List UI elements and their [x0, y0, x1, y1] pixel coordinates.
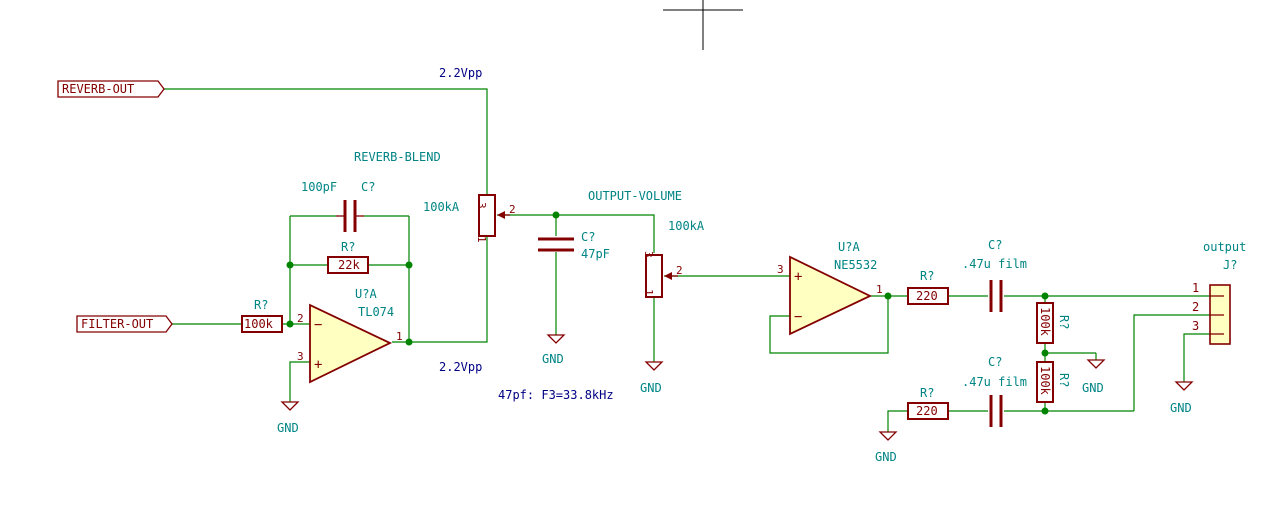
vpp-bottom-annotation: 2.2Vpp: [439, 360, 482, 374]
connector-pin1: 1: [1192, 281, 1199, 295]
opamp2-value: NE5532: [834, 258, 877, 272]
opamp1-pin-out: 1: [396, 330, 403, 343]
gnd-label: GND: [875, 450, 897, 464]
volume-pot-pin3: 3: [642, 251, 655, 258]
output-capacitor-top: C? .47u film: [962, 238, 1027, 312]
output-volume-pot: 3 1 2 OUTPUT-VOLUME 100kA: [588, 189, 705, 298]
feedback-cap-ref: C?: [361, 180, 375, 194]
filter-out-label: FILTER-OUT: [76, 315, 173, 333]
reverb-blend-pot: 3 1 2 REVERB-BLEND 100kA: [354, 150, 516, 243]
gnd-symbol-opamp1: GND: [277, 401, 300, 435]
filter-note-annotation: 47pf: F3=33.8kHz: [498, 388, 614, 402]
reverb-out-label: REVERB-OUT: [57, 80, 165, 98]
output-resistor-bottom: 220 R?: [907, 386, 949, 420]
connector-ref: J?: [1223, 258, 1237, 272]
input-res-value: 100k: [244, 317, 274, 331]
wires: [164, 88, 1210, 432]
connector-value: output: [1203, 240, 1246, 254]
out-cap-bottom-value: .47u film: [962, 375, 1027, 389]
feedback-resistor: 22k R?: [327, 240, 369, 274]
opamp2-pin-in: 3: [777, 263, 784, 276]
gnd-label: GND: [1082, 381, 1104, 395]
out-cap-top-ref: C?: [988, 238, 1002, 252]
out-cap-bottom-ref: C?: [988, 355, 1002, 369]
vpp-top-annotation: 2.2Vpp: [439, 66, 482, 80]
gnd-symbol-filter-cap: GND: [542, 334, 566, 366]
gnd-label: GND: [1170, 401, 1192, 415]
shunt-res-bottom-ref: R?: [1057, 373, 1071, 387]
shunt-res-top-value: 100k: [1038, 307, 1052, 337]
gnd-label: GND: [542, 352, 564, 366]
feedback-cap-value: 100pF: [301, 180, 337, 194]
connector-pin3: 3: [1192, 319, 1199, 333]
out-cap-top-value: .47u film: [962, 257, 1027, 271]
crosshair-cursor-icon: [663, 0, 743, 50]
filter-cap-value: 47pF: [581, 247, 610, 261]
svg-text:+: +: [794, 269, 802, 285]
output-resistor-top: 220 R?: [907, 269, 949, 305]
blend-pot-value: 100kA: [423, 200, 460, 214]
shunt-resistor-bottom: 100k R?: [1036, 361, 1071, 403]
blend-pot-name: REVERB-BLEND: [354, 150, 441, 164]
opamp-ne5532: + − 3 1 U?A NE5532: [777, 240, 883, 336]
junction-dots: [286, 211, 1049, 415]
out-res-top-ref: R?: [920, 269, 934, 283]
output-capacitor-bottom: C? .47u film: [962, 355, 1027, 427]
gnd-symbol-output-bottom: GND: [875, 431, 898, 464]
shunt-res-top-ref: R?: [1057, 315, 1071, 329]
volume-pot-pin1: 1: [642, 289, 655, 296]
opamp2-ref: U?A: [838, 240, 860, 254]
blend-pot-pin1: 1: [475, 236, 488, 243]
volume-pot-pin2: 2: [676, 264, 683, 277]
filter-out-label-text: FILTER-OUT: [81, 317, 153, 331]
volume-pot-name: OUTPUT-VOLUME: [588, 189, 682, 203]
feedback-res-ref: R?: [341, 240, 355, 254]
feedback-capacitor: 100pF C?: [301, 180, 375, 232]
volume-pot-value: 100kA: [668, 219, 705, 233]
opamp2-pin-out: 1: [876, 283, 883, 296]
blend-pot-pin3: 3: [475, 202, 488, 209]
opamp1-pin-noninv: 3: [297, 350, 304, 363]
opamp1-value: TL074: [358, 305, 394, 319]
svg-text:+: +: [314, 357, 322, 373]
gnd-symbol-connector: GND: [1170, 381, 1194, 415]
out-res-top-value: 220: [916, 289, 938, 303]
connector-pin2: 2: [1192, 300, 1199, 314]
out-res-bottom-value: 220: [916, 404, 938, 418]
filter-cap-ref: C?: [581, 230, 595, 244]
opamp1-pin-inv: 2: [297, 312, 304, 325]
output-connector: 1 2 3 output J?: [1192, 240, 1246, 345]
blend-pot-pin2: 2: [509, 203, 516, 216]
opamp-tl074: − + 2 3 1 U?A TL074: [297, 287, 403, 384]
out-res-bottom-ref: R?: [920, 386, 934, 400]
gnd-label: GND: [277, 421, 299, 435]
svg-text:−: −: [314, 317, 322, 333]
input-resistor: 100k R?: [241, 298, 283, 333]
gnd-symbol-volume-pot: GND: [640, 361, 664, 395]
opamp1-ref: U?A: [355, 287, 377, 301]
gnd-symbol-shunt: GND: [1082, 359, 1106, 395]
svg-text:−: −: [794, 309, 802, 325]
reverb-out-label-text: REVERB-OUT: [62, 82, 134, 96]
gnd-label: GND: [640, 381, 662, 395]
input-res-ref: R?: [254, 298, 268, 312]
shunt-res-bottom-value: 100k: [1038, 366, 1052, 396]
feedback-res-value: 22k: [338, 258, 360, 272]
shunt-resistor-top: 100k R?: [1036, 302, 1071, 344]
filter-capacitor: C? 47pF: [538, 230, 610, 261]
